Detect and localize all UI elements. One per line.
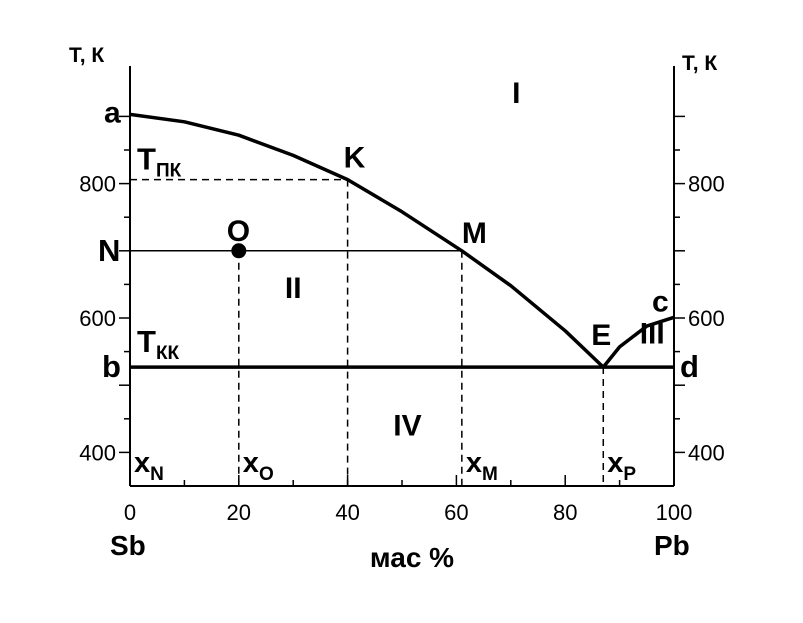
point-label-c: c bbox=[652, 285, 669, 318]
y-tick-label-right: 600 bbox=[688, 306, 725, 331]
region-label-iii: III bbox=[640, 318, 665, 351]
y-tick-label-left: 400 bbox=[79, 440, 116, 465]
label-t-pk-sub: ПК bbox=[156, 161, 182, 182]
y-tick-label-left: 800 bbox=[79, 172, 116, 197]
curve-liquidus-aE bbox=[129, 112, 605, 369]
composition-label-m-sub: M bbox=[482, 464, 498, 485]
y-tick-label-right: 800 bbox=[688, 172, 725, 197]
label-t-kk-main: Т bbox=[137, 324, 156, 359]
point-o-marker bbox=[231, 243, 247, 259]
y-tick-label-right: 400 bbox=[688, 440, 725, 465]
composition-label-m: xM bbox=[466, 447, 498, 485]
point-label-o: O bbox=[227, 215, 250, 248]
region-label-ii: II bbox=[285, 272, 302, 305]
guide-lines bbox=[130, 178, 605, 486]
edge-label-b: b bbox=[102, 349, 121, 384]
phase-curves bbox=[129, 112, 675, 369]
composition-label-p-main: x bbox=[607, 447, 623, 479]
composition-label-p: xP bbox=[607, 447, 636, 485]
x-tick-label: 0 bbox=[124, 500, 136, 525]
composition-label-p-sub: P bbox=[623, 464, 636, 485]
region-label-iv: IV bbox=[393, 410, 421, 443]
label-t-kk: ТКК bbox=[137, 324, 180, 364]
label-t-kk-sub: КК bbox=[156, 343, 180, 364]
x-tick-label: 100 bbox=[656, 500, 693, 525]
edge-label-d: d bbox=[680, 349, 699, 384]
composition-label-o: xO bbox=[243, 447, 274, 485]
composition-label-n-main: x bbox=[134, 447, 150, 479]
x-axis-label: мас % bbox=[370, 542, 454, 573]
y-axis-label-left: Т, К bbox=[69, 44, 104, 67]
endpoint-left-label: Sb bbox=[110, 530, 146, 561]
axis-tick-labels: 0 20 40 60 80 100 400 400 600 600 800 800 bbox=[79, 172, 724, 525]
region-label-i: I bbox=[512, 77, 520, 110]
endpoint-right-label: Pb bbox=[654, 530, 690, 561]
composition-label-n: xN bbox=[134, 447, 164, 485]
point-label-e: E bbox=[591, 319, 611, 352]
point-label-k: K bbox=[344, 142, 366, 175]
x-tick-label: 20 bbox=[227, 500, 251, 525]
point-label-m: M bbox=[462, 217, 487, 250]
x-tick-label: 40 bbox=[335, 500, 359, 525]
composition-label-o-main: x bbox=[243, 447, 259, 479]
composition-label-o-sub: O bbox=[259, 464, 274, 485]
x-tick-label: 80 bbox=[553, 500, 577, 525]
composition-label-m-main: x bbox=[466, 447, 482, 479]
point-label-a: a bbox=[104, 96, 121, 129]
y-axis-label-right: Т, К bbox=[682, 52, 717, 75]
label-t-pk: ТПК bbox=[137, 142, 182, 182]
edge-label-n: N bbox=[98, 233, 120, 268]
composition-label-n-sub: N bbox=[150, 464, 164, 485]
curve-liquidus-Ec bbox=[601, 315, 675, 369]
y-tick-label-left: 600 bbox=[79, 306, 116, 331]
label-t-pk-main: Т bbox=[137, 142, 156, 177]
x-tick-label: 60 bbox=[444, 500, 468, 525]
